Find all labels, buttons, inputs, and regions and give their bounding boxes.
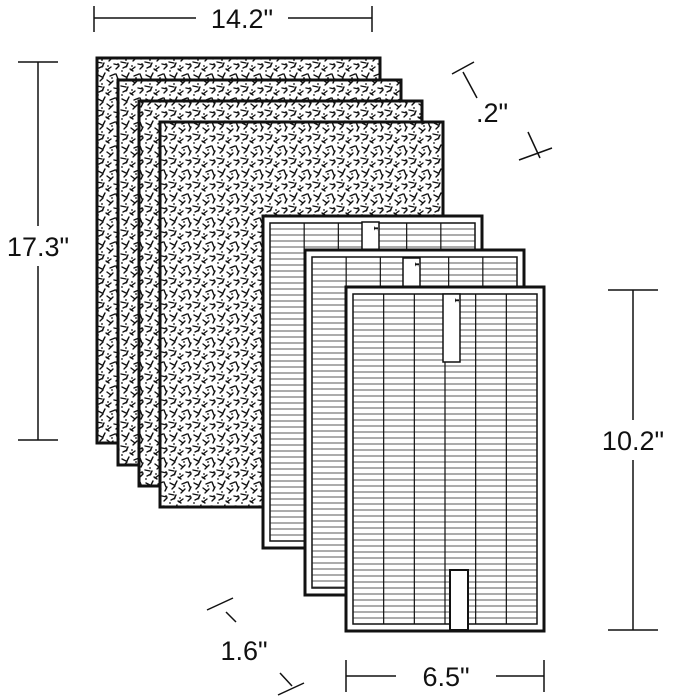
hepa-filter-stack: HoneywellHoneywellHoneywell	[261, 214, 546, 633]
dimension-width-top: 14.2"	[93, 2, 373, 34]
hepa-filter-3: Honeywell	[344, 285, 546, 633]
dimension-height-right: 10.2"	[588, 289, 679, 631]
brand-label: Honeywell	[452, 298, 463, 356]
brand-label: Honeywell	[371, 226, 382, 284]
dimension-width-bottom: 6.5"	[345, 658, 545, 696]
dimension-thickness-top: .2"	[451, 61, 553, 161]
dimension-label-width-top: 14.2"	[211, 4, 273, 34]
dimension-thickness-bottom: 1.6"	[206, 597, 305, 696]
dimension-label-height-right: 10.2"	[602, 426, 664, 456]
brand-label: Honeywell	[412, 262, 423, 320]
pull-tab	[449, 569, 469, 631]
dimension-label-height-left: 17.3"	[7, 232, 69, 262]
dimension-label-width-bottom: 6.5"	[422, 662, 469, 692]
brand-tag	[442, 293, 461, 363]
dimension-label-thickness-top: .2"	[476, 98, 508, 128]
dimension-height-left: 17.3"	[0, 61, 80, 441]
dimension-label-thickness-bottom: 1.6"	[220, 636, 267, 666]
